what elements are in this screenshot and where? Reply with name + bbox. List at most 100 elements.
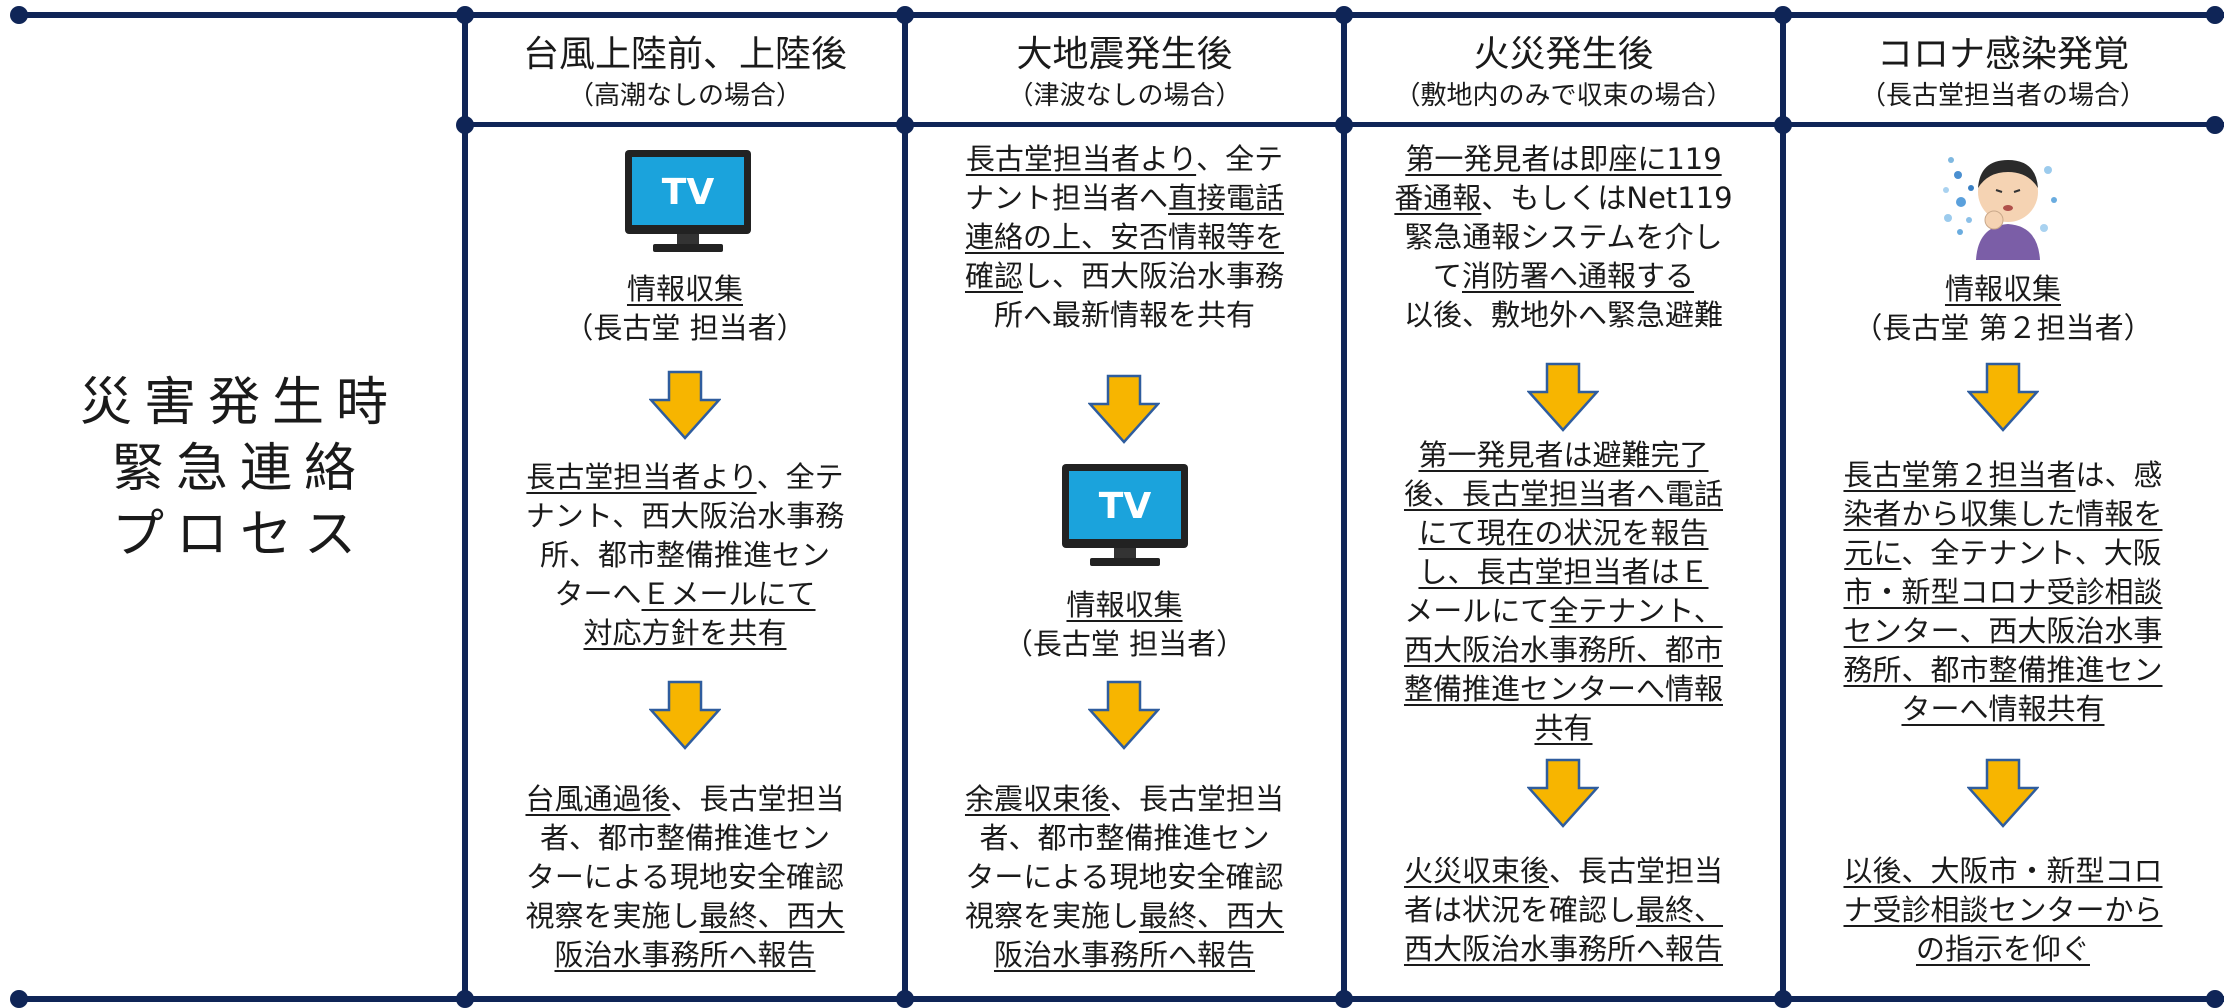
grid-node [1335, 990, 1353, 1008]
grid-node [456, 6, 474, 24]
arrow-down-icon [1088, 374, 1160, 444]
step-info-share: 長古堂第２担当者は、感 染者から収集した情報を 元に、全テナント、大阪 市・新型… [1786, 456, 2220, 729]
step-line: 元に、全テナント、大阪 [1844, 536, 2162, 570]
column-title: 台風上陸前、上陸後 [522, 34, 847, 75]
step-line: メールにて全テナント、 [1404, 594, 1723, 628]
step-line: 火災収束後、長古堂担当 [1403, 854, 1724, 888]
step-line: 後、長古堂担当者へ電話 [1403, 477, 1723, 511]
step-final-report: 火災収束後、長古堂担当 者は状況を確認し最終、 西大阪治水事務所へ報告 [1347, 852, 1780, 969]
step-line: 対応方針を共有 [583, 616, 787, 650]
column-title: 大地震発生後 [1016, 34, 1233, 75]
step-line: 連絡の上、安否情報等を [964, 220, 1284, 254]
column-earthquake: 長古堂担当者より、全テ ナント担当者へ直接電話 連絡の上、安否情報等を 確認し、… [908, 140, 1341, 990]
step-line: 西大阪治水事務所へ報告 [1403, 932, 1723, 966]
column-subtitle: （津波なしの場合） [1007, 81, 1242, 111]
step-line: 者、都市整備推進セン [539, 821, 830, 855]
step-line: ナ受診相談センターから [1843, 893, 2163, 927]
grid-node [10, 6, 28, 24]
step-line: 阪治水事務所へ報告 [993, 938, 1255, 972]
column-divider [1341, 14, 1347, 1002]
step-line: 視察を実施し最終、西大 [964, 899, 1285, 933]
step-line: の指示を仰ぐ [1915, 932, 2090, 966]
step-line: 台風通過後、長古堂担当 [525, 782, 845, 816]
arrow-down-icon [1088, 680, 1160, 750]
step-line: 者は状況を確認し最終、 [1403, 893, 1724, 927]
step-line: ターによる現地安全確認 [525, 860, 845, 894]
step-line: ターによる現地安全確認 [965, 860, 1284, 894]
step-line: 以後、大阪市・新型コロ [1843, 854, 2163, 888]
step-line: 長古堂担当者より、全テ [965, 142, 1284, 176]
step-line: 者、都市整備推進セン [979, 821, 1270, 855]
step-status-report: 第一発見者は避難完了 後、長古堂担当者へ電話 にて現在の状況を報告 し、長古堂担… [1347, 436, 1780, 748]
step-safety-check: 長古堂担当者より、全テ ナント担当者へ直接電話 連絡の上、安否情報等を 確認し、… [908, 140, 1341, 335]
diagram-title-line: 災害発生時 [79, 373, 400, 433]
step-line: 第一発見者は即座に119 [1405, 142, 1722, 176]
grid-node [1774, 6, 1792, 24]
step-line: 緊急通報システムを介し [1404, 220, 1723, 254]
step-line: 共有 [1534, 711, 1593, 745]
step-follow-instructions: 以後、大阪市・新型コロ ナ受診相談センターから の指示を仰ぐ [1786, 852, 2220, 969]
step-line: 阪治水事務所へ報告 [554, 938, 816, 972]
grid-node [2206, 116, 2224, 134]
step-final-report: 余震収束後、長古堂担当 者、都市整備推進セン ターによる現地安全確認 視察を実施… [908, 780, 1341, 975]
arrow-down-icon [1527, 758, 1599, 828]
grid-node [456, 990, 474, 1008]
arrow-down-icon [649, 680, 721, 750]
arrow-down-icon [1967, 362, 2039, 432]
step-line: にて現在の状況を報告 [1418, 516, 1709, 550]
tv-icon: TV [1062, 464, 1188, 566]
grid-node [456, 116, 474, 134]
step-info-collection: 情報収集 （長古堂 担当者） [908, 586, 1341, 664]
step-emergency-call: 第一発見者は即座に119 番通報、もしくはNet119 緊急通報システムを介し … [1347, 140, 1780, 335]
grid-node [896, 990, 914, 1008]
step-line: ナント、西大阪治水事務 [525, 499, 845, 533]
step-line: 情報収集 [626, 272, 743, 306]
diagram-title-line: 緊急連絡 [111, 439, 368, 499]
column-subtitle: （高潮なしの場合） [567, 81, 802, 111]
step-line: 染者から収集した情報を [1843, 497, 2163, 531]
tv-label: TV [662, 172, 715, 213]
step-line: 長古堂第２担当者は、感 [1843, 458, 2163, 492]
grid-node [1335, 6, 1353, 24]
grid-node [2206, 6, 2224, 24]
column-subtitle: （長古堂担当者の場合） [1859, 81, 2146, 111]
column-header-covid: コロナ感染発覚 （長古堂担当者の場合） [1786, 18, 2220, 118]
column-divider [902, 14, 908, 1002]
grid-node [2206, 990, 2224, 1008]
grid-node [896, 116, 914, 134]
bottom-border [18, 996, 2224, 1002]
step-line: 所へ最新情報を共有 [993, 298, 1255, 332]
arrow-down-icon [1527, 362, 1599, 432]
grid-node [1774, 116, 1792, 134]
step-line: （長古堂 担当者） [1003, 627, 1246, 661]
step-line: （長古堂 第２担当者） [1853, 311, 2153, 345]
step-line: 市・新型コロナ受診相談 [1843, 575, 2163, 609]
step-line: し、長古堂担当者はＥ [1418, 555, 1709, 589]
step-line: 番通報、もしくはNet119 [1394, 181, 1733, 215]
step-line: （長古堂 担当者） [564, 311, 806, 345]
step-line: 務所、都市整備推進セン [1843, 653, 2163, 687]
column-title: 火災発生後 [1473, 34, 1654, 75]
column-divider [462, 14, 468, 1002]
step-line: ターへ情報共有 [1901, 692, 2105, 726]
diagram-title: 災害発生時 緊急連絡 プロセス [30, 370, 450, 568]
column-covid: 情報収集 （長古堂 第２担当者） 長古堂第２担当者は、感 染者から収集した情報を… [1786, 140, 2220, 990]
step-line: 西大阪治水事務所、都市 [1403, 633, 1723, 667]
column-fire: 第一発見者は即座に119 番通報、もしくはNet119 緊急通報システムを介し … [1347, 140, 1780, 990]
column-header-fire: 火災発生後 （敷地内のみで収束の場合） [1347, 18, 1780, 118]
step-line: 情報収集 [1066, 588, 1183, 622]
column-divider [1780, 14, 1786, 1002]
tv-label: TV [1099, 486, 1152, 527]
arrow-down-icon [1967, 758, 2039, 828]
column-header-earthquake: 大地震発生後 （津波なしの場合） [908, 18, 1341, 118]
step-info-collection: 情報収集 （長古堂 担当者） [468, 270, 902, 348]
step-line: て消防署へ通報する [1432, 259, 1695, 293]
step-line: 確認し、西大阪治水事務 [964, 259, 1285, 293]
step-final-report: 台風通過後、長古堂担当 者、都市整備推進セン ターによる現地安全確認 視察を実施… [468, 780, 902, 975]
step-line: 情報収集 [1944, 272, 2061, 306]
diagram-title-line: プロセス [111, 505, 368, 565]
grid-node [1774, 990, 1792, 1008]
tv-icon: TV [625, 150, 751, 252]
column-title: コロナ感染発覚 [1876, 34, 2129, 75]
step-line: 整備推進センターへ情報 [1403, 672, 1723, 706]
